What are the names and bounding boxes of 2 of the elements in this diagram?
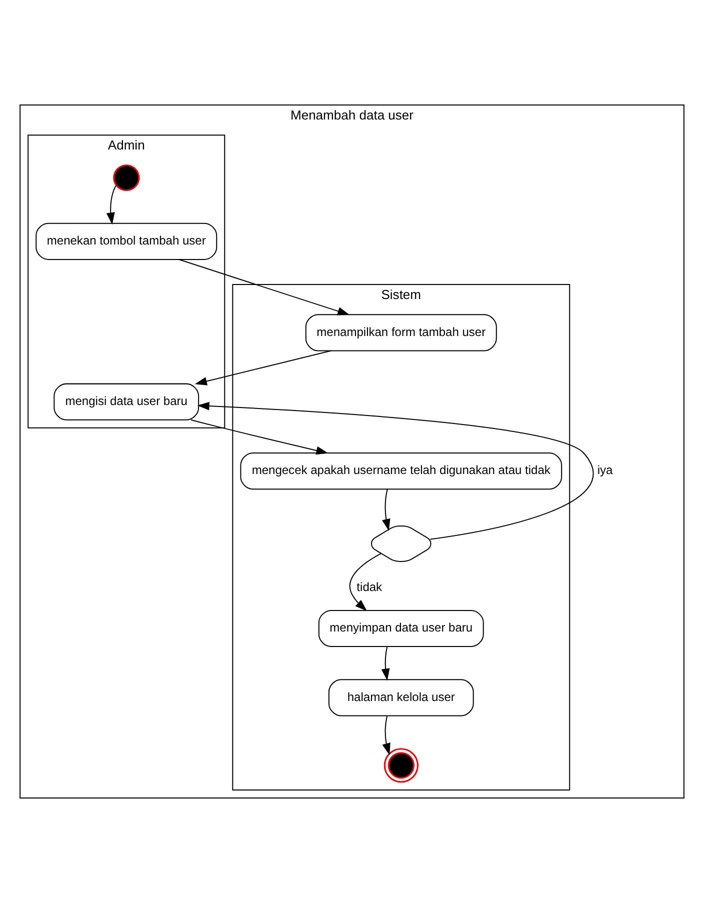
edge-label: tidak <box>356 579 382 594</box>
edge-label: iya <box>597 462 613 477</box>
